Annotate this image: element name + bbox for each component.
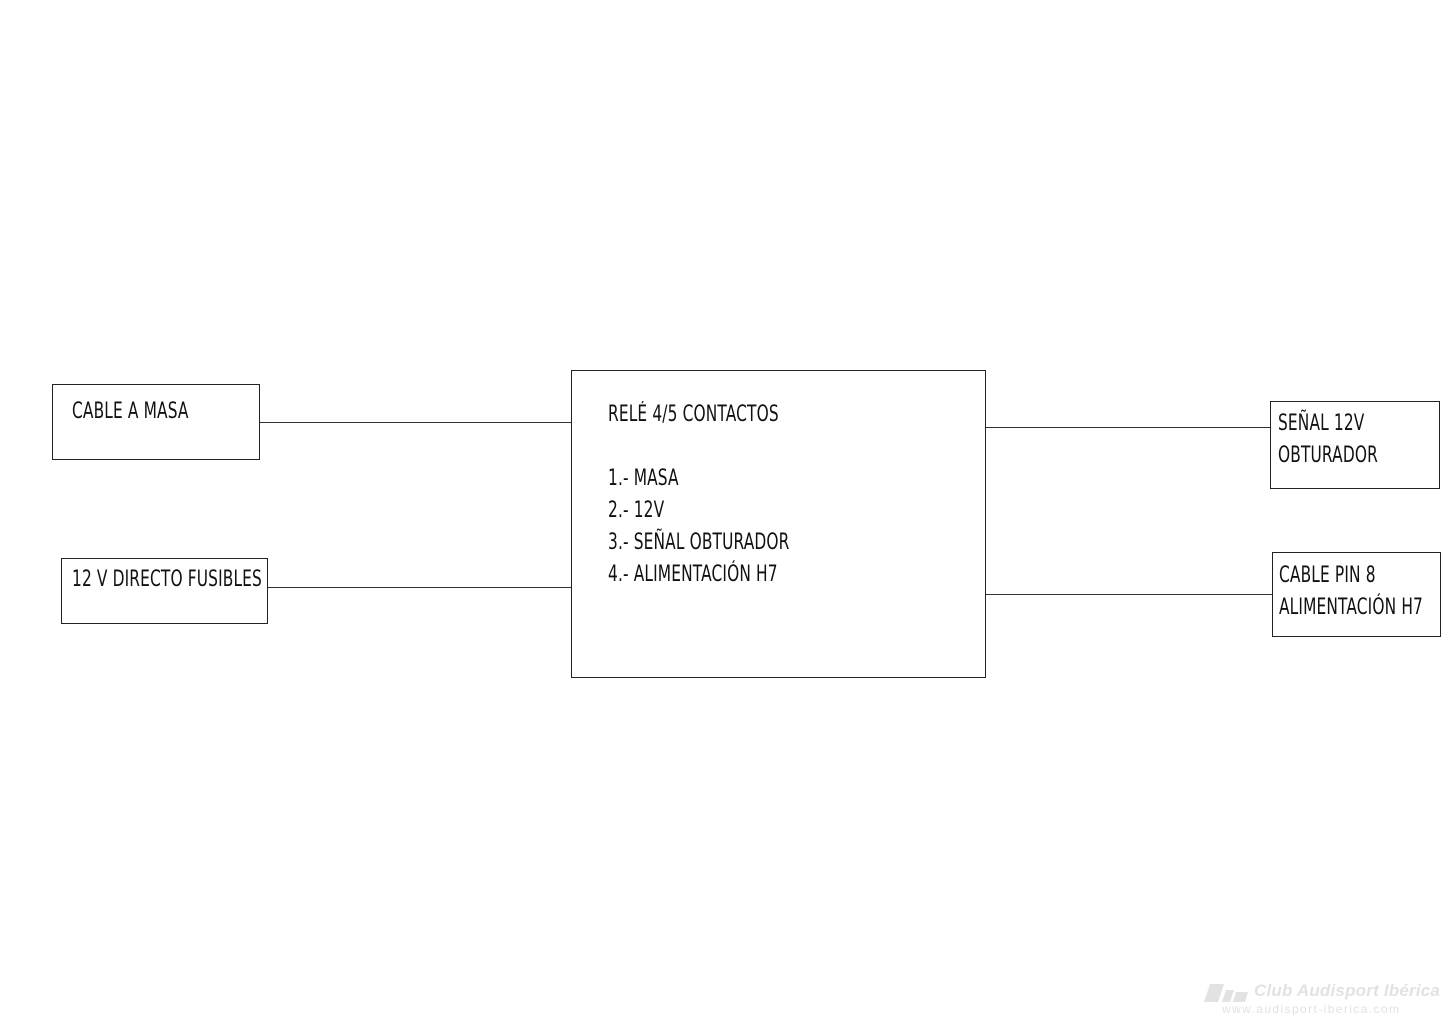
- node-label-line: CABLE PIN 8: [1279, 563, 1376, 588]
- watermark-title: Club Audisport Ibérica: [1254, 981, 1441, 1000]
- relay-contact-item: 3.- SEÑAL OBTURADOR: [608, 530, 790, 555]
- node-label: CABLE PIN 8 ALIMENTACIÓN H7: [1279, 560, 1423, 624]
- relay-box: RELÉ 4/5 CONTACTOS 1.- MASA 2.- 12V 3.- …: [571, 370, 986, 678]
- node-label: SEÑAL 12V OBTURADOR: [1278, 408, 1378, 472]
- node-12v-directo-fusibles: 12 V DIRECTO FUSIBLES: [61, 558, 268, 624]
- relay-contact-item: 1.- MASA: [608, 466, 679, 491]
- node-label: 12 V DIRECTO FUSIBLES: [72, 567, 262, 592]
- node-cable-pin8-alimentacion: CABLE PIN 8 ALIMENTACIÓN H7: [1272, 552, 1441, 637]
- node-label-line: SEÑAL 12V: [1278, 411, 1365, 436]
- node-label-line: ALIMENTACIÓN H7: [1279, 595, 1423, 620]
- connector-relay-to-pin8: [986, 594, 1272, 595]
- node-label: CABLE A MASA: [72, 399, 189, 424]
- relay-contact-list: 1.- MASA 2.- 12V 3.- SEÑAL OBTURADOR 4.-…: [608, 463, 790, 591]
- node-cable-a-masa: CABLE A MASA: [52, 384, 260, 460]
- relay-contact-item: 4.- ALIMENTACIÓN H7: [608, 562, 778, 587]
- relay-contact-item: 2.- 12V: [608, 498, 665, 523]
- connector-relay-to-senal: [986, 427, 1270, 428]
- connector-12v-to-relay: [268, 587, 571, 588]
- relay-title: RELÉ 4/5 CONTACTOS: [608, 402, 779, 427]
- node-label-line: OBTURADOR: [1278, 443, 1378, 468]
- node-senal-12v-obturador: SEÑAL 12V OBTURADOR: [1270, 401, 1440, 489]
- audisport-logo-icon: [1204, 984, 1248, 1002]
- watermark: Club Audisport Ibérica www.audisport-ibe…: [1202, 981, 1452, 1021]
- connector-masa-to-relay: [260, 422, 571, 423]
- watermark-url: www.audisport-iberica.com: [1222, 1002, 1401, 1016]
